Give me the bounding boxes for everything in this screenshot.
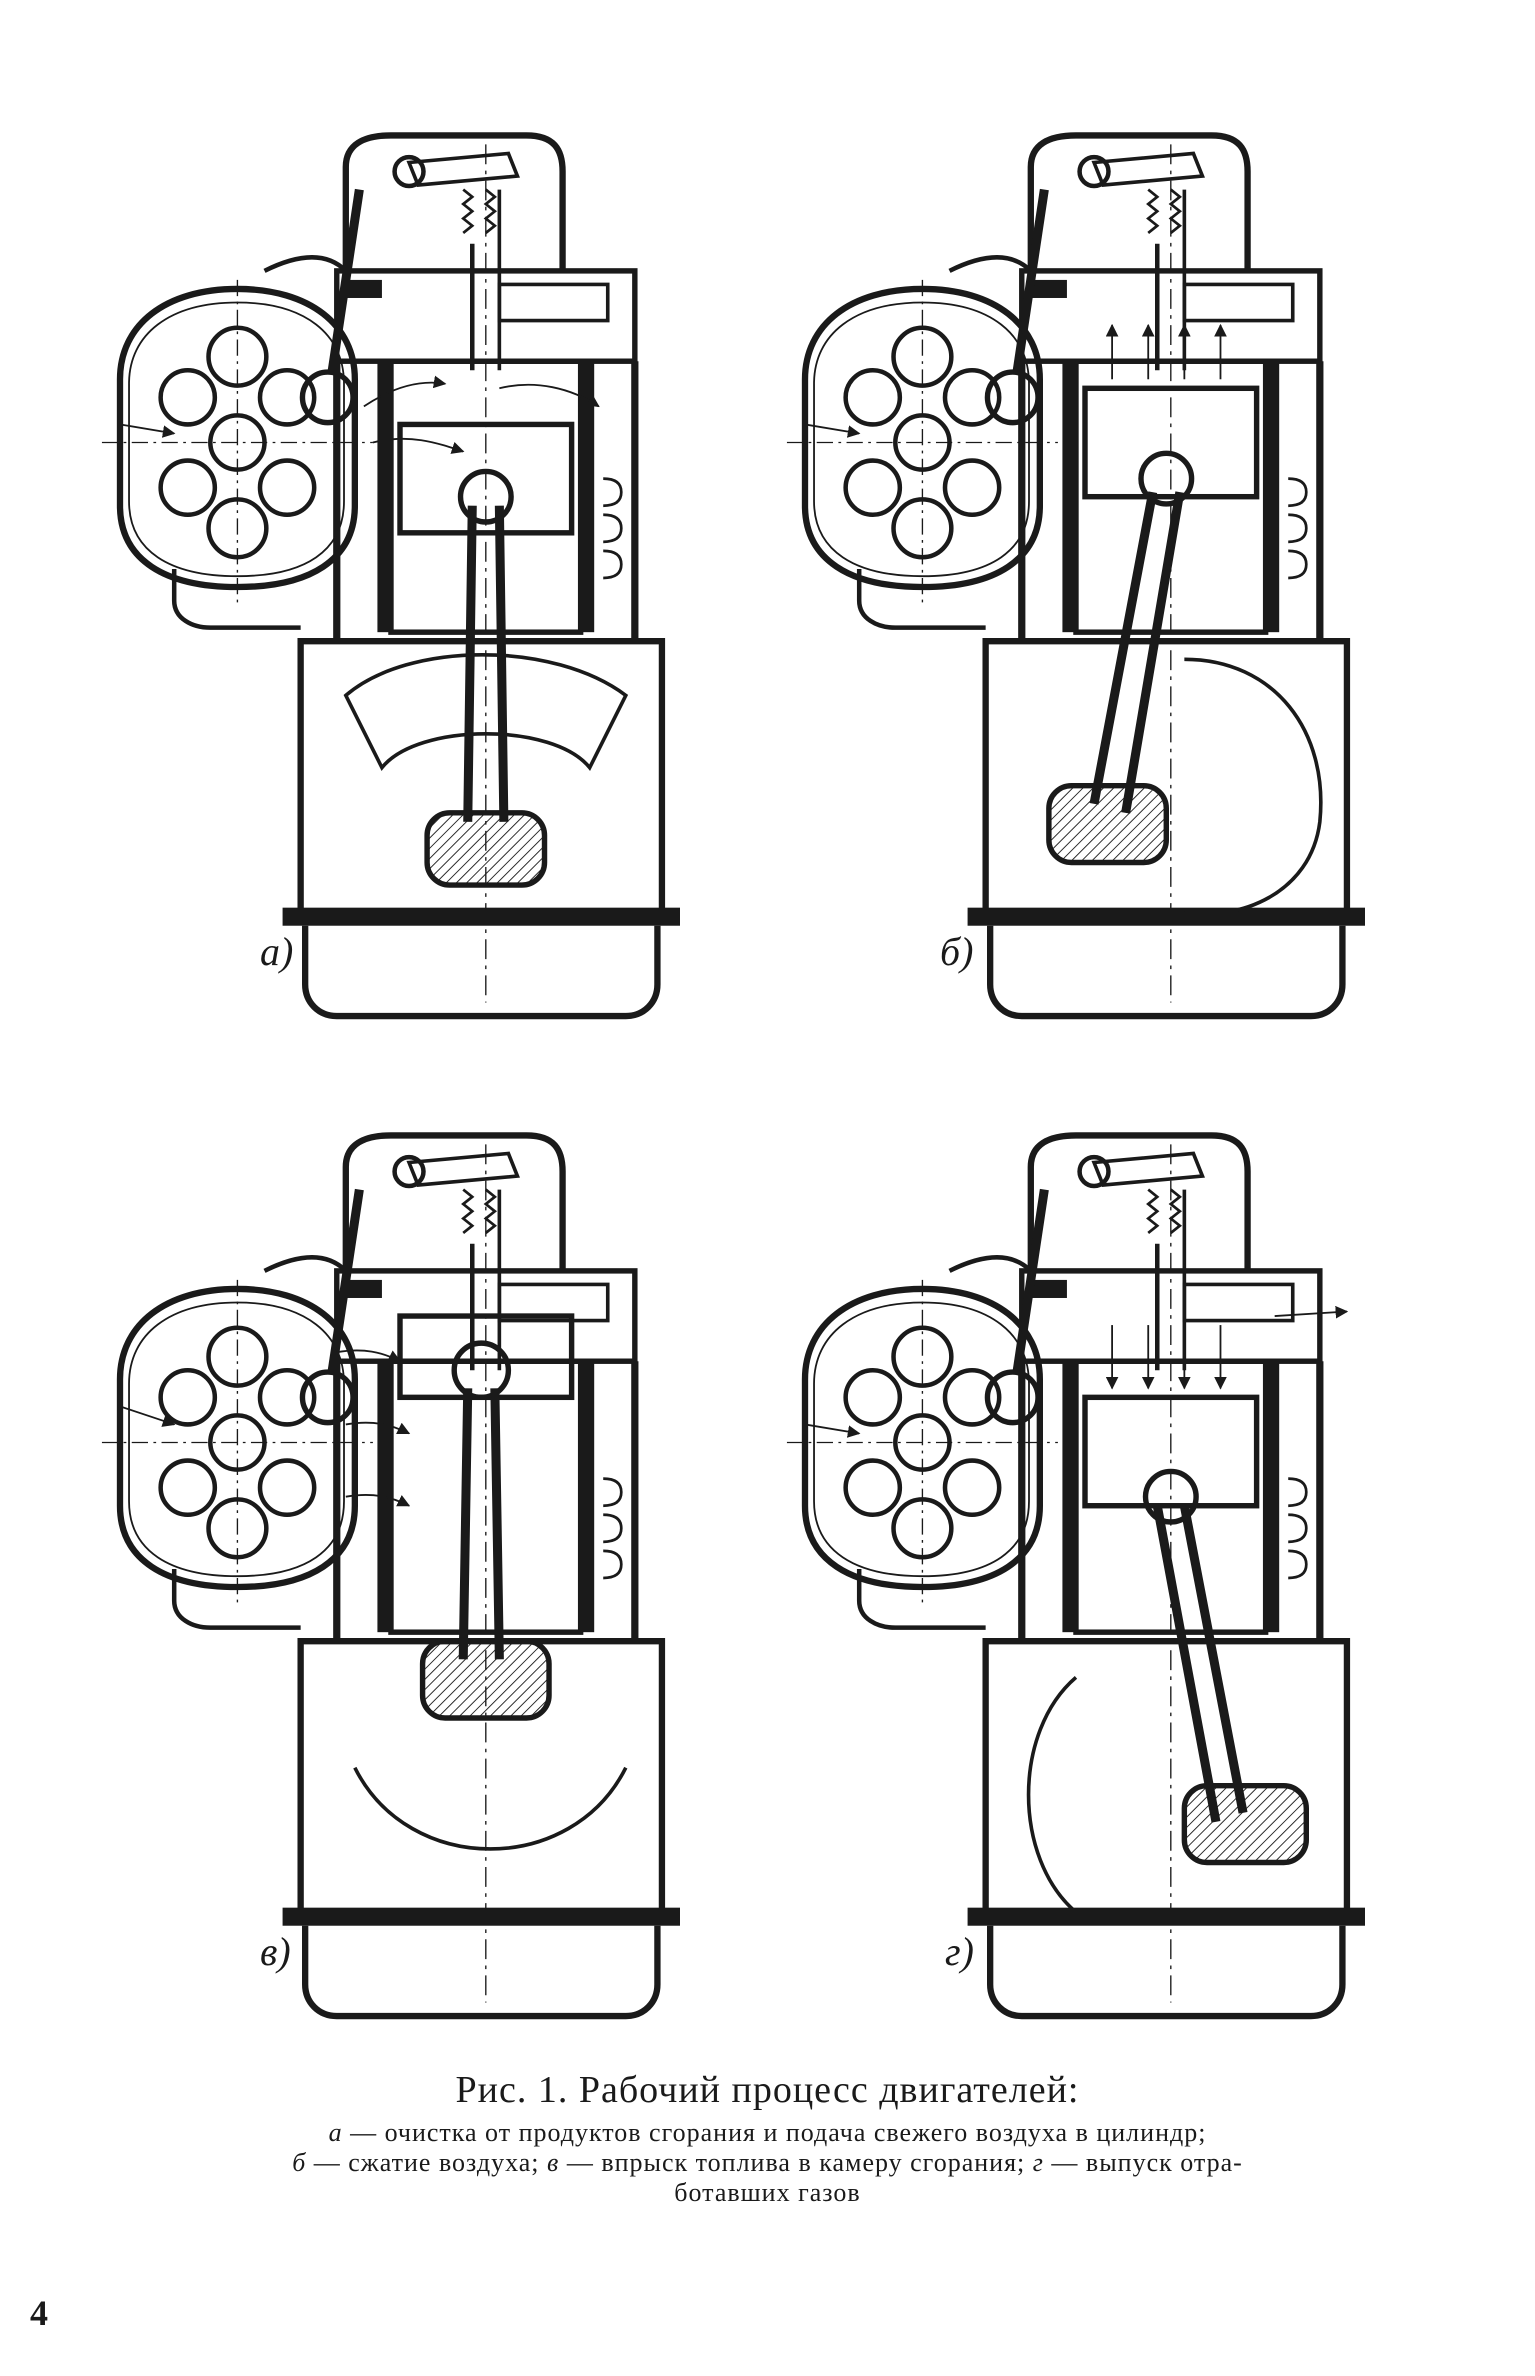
engine-drawing-b <box>805 110 1365 1055</box>
caption-line-1: а — очистка от продуктов сгорания и пода… <box>0 2118 1535 2148</box>
engine-figure-g: г) <box>805 1110 1365 2055</box>
caption-letter-v: в <box>547 2148 560 2177</box>
figure-caption-title: Рис. 1. Рабочий процесс двигателей: <box>455 2069 1080 2111</box>
engine-figure-a: а) <box>120 110 680 1055</box>
panel-label-a: а) <box>260 929 294 974</box>
engine-drawing-v <box>120 1110 680 2055</box>
panel-label-b: б) <box>940 929 974 974</box>
page-number: 4 <box>30 2293 48 2333</box>
engine-figure-v: в) <box>120 1110 680 2055</box>
caption-text-v: — впрыск топлива в камеру сгорания; <box>559 2148 1033 2177</box>
caption-text-b: — сжатие воздуха; <box>306 2148 548 2177</box>
engine-figure-b: б) <box>805 110 1365 1055</box>
panel-label-g: г) <box>945 1929 974 1974</box>
caption-letter-g: г <box>1032 2148 1044 2177</box>
engine-drawing-g <box>805 1110 1365 2055</box>
caption-line-3: ботавших газов <box>674 2178 861 2207</box>
engine-drawing-a <box>120 110 680 1055</box>
caption-letter-a: а <box>328 2118 343 2147</box>
caption-letter-b: б <box>292 2148 307 2177</box>
caption-text-a: — очистка от продуктов сгорания и подача… <box>342 2118 1207 2147</box>
figure-caption-body: а — очистка от продуктов сгорания и пода… <box>0 2118 1535 2208</box>
caption-text-g: — выпуск отра- <box>1043 2148 1243 2177</box>
caption-line-2: б — сжатие воздуха; в — впрыск топлива в… <box>0 2148 1535 2178</box>
panel-label-v: в) <box>260 1929 291 1974</box>
